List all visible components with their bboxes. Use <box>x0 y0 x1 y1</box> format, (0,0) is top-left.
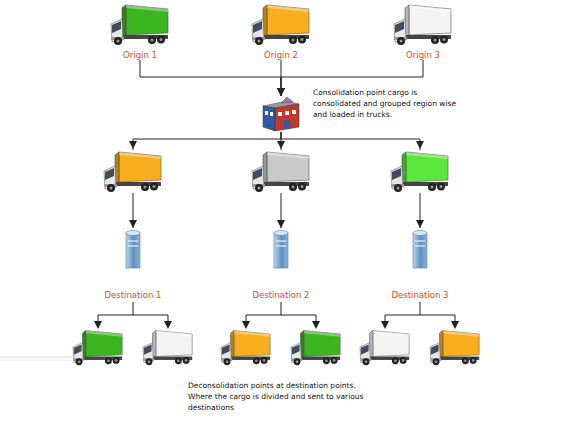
consolidation-point: Consolidation point cargo is consolidate… <box>261 96 301 132</box>
origin-truck: Origin 2 <box>241 2 321 60</box>
destination-depot: Destination 1 <box>95 228 171 300</box>
warehouse-icon <box>263 97 299 131</box>
warehouse-window <box>278 112 282 116</box>
consolidation-note: Consolidation point cargo is consolidate… <box>313 87 463 120</box>
warehouse-front <box>275 104 299 131</box>
origin-label: Origin 1 <box>123 50 157 60</box>
regional-truck-icon <box>104 152 161 192</box>
arrow-head <box>277 141 285 149</box>
warehouse-window <box>285 111 289 115</box>
delivery-truck-icon <box>73 331 122 366</box>
warehouse-window <box>270 112 273 116</box>
branch-line <box>385 302 455 322</box>
delivery-truck-icon <box>291 331 340 366</box>
branch-lines <box>98 302 455 322</box>
destination-depot: Destination 3 <box>382 228 458 300</box>
delivery-truck-icon <box>221 331 270 366</box>
delivery-truck-icon <box>143 331 192 366</box>
origin-label: Origin 2 <box>264 50 298 60</box>
flow-connector <box>140 60 281 96</box>
origin-truck-icon <box>111 5 168 45</box>
arrow-head <box>129 141 137 149</box>
origin-truck-icon <box>252 5 309 45</box>
regional-truck-icon <box>391 152 448 192</box>
origin-truck: Origin 3 <box>383 2 463 60</box>
destination-label: Destination 1 <box>105 290 162 300</box>
depot-icon <box>413 231 427 269</box>
warehouse-window <box>265 111 268 115</box>
arrow-head <box>242 321 250 329</box>
warehouse-window <box>292 110 296 114</box>
origin-truck-icon <box>394 5 451 45</box>
arrow-head <box>94 321 102 329</box>
arrow-head <box>416 141 424 149</box>
decor-line <box>0 360 72 361</box>
depot-icon <box>274 231 288 269</box>
branch-line <box>246 302 316 322</box>
branch-arrows <box>94 321 459 329</box>
destination-depot: Destination 2 <box>243 228 319 300</box>
depot-icon <box>126 231 140 269</box>
branch-line <box>98 302 168 322</box>
delivery-truck-icon <box>430 331 479 366</box>
warehouse-gable <box>281 97 293 103</box>
delivery-truck-icon <box>360 331 409 366</box>
warehouse-side <box>263 106 275 131</box>
origin-truck: Origin 1 <box>100 2 180 60</box>
warehouse-door <box>284 120 290 129</box>
arrow-head <box>381 321 389 329</box>
destination-label: Destination 3 <box>392 290 449 300</box>
arrow-head <box>164 321 172 329</box>
deconsolidation-note: Deconsolidation points at destination po… <box>188 380 373 413</box>
regional-truck-icon <box>252 152 309 192</box>
destination-label: Destination 2 <box>253 290 310 300</box>
arrow-head <box>312 321 320 329</box>
arrow-head <box>451 321 459 329</box>
origin-label: Origin 3 <box>406 50 440 60</box>
decor-line <box>0 357 72 358</box>
